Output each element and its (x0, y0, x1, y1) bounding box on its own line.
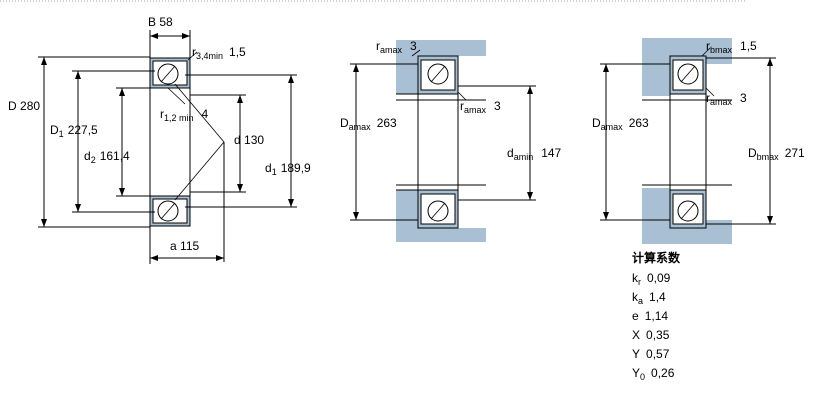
dimension-lines-right (600, 47, 776, 225)
bearing-section-view (149, 57, 191, 227)
abutment-view-b (642, 38, 732, 244)
label-a: a 115 (170, 239, 199, 253)
label-B: B 58 (148, 15, 173, 29)
dimension-lines-left (38, 30, 297, 264)
factors-title: 计算系数 (632, 250, 681, 265)
label-D: D 280 (8, 99, 40, 113)
abutment-view-a (396, 40, 486, 242)
label-d: d 130 (234, 133, 264, 147)
dimension-lines-middle (350, 49, 536, 221)
